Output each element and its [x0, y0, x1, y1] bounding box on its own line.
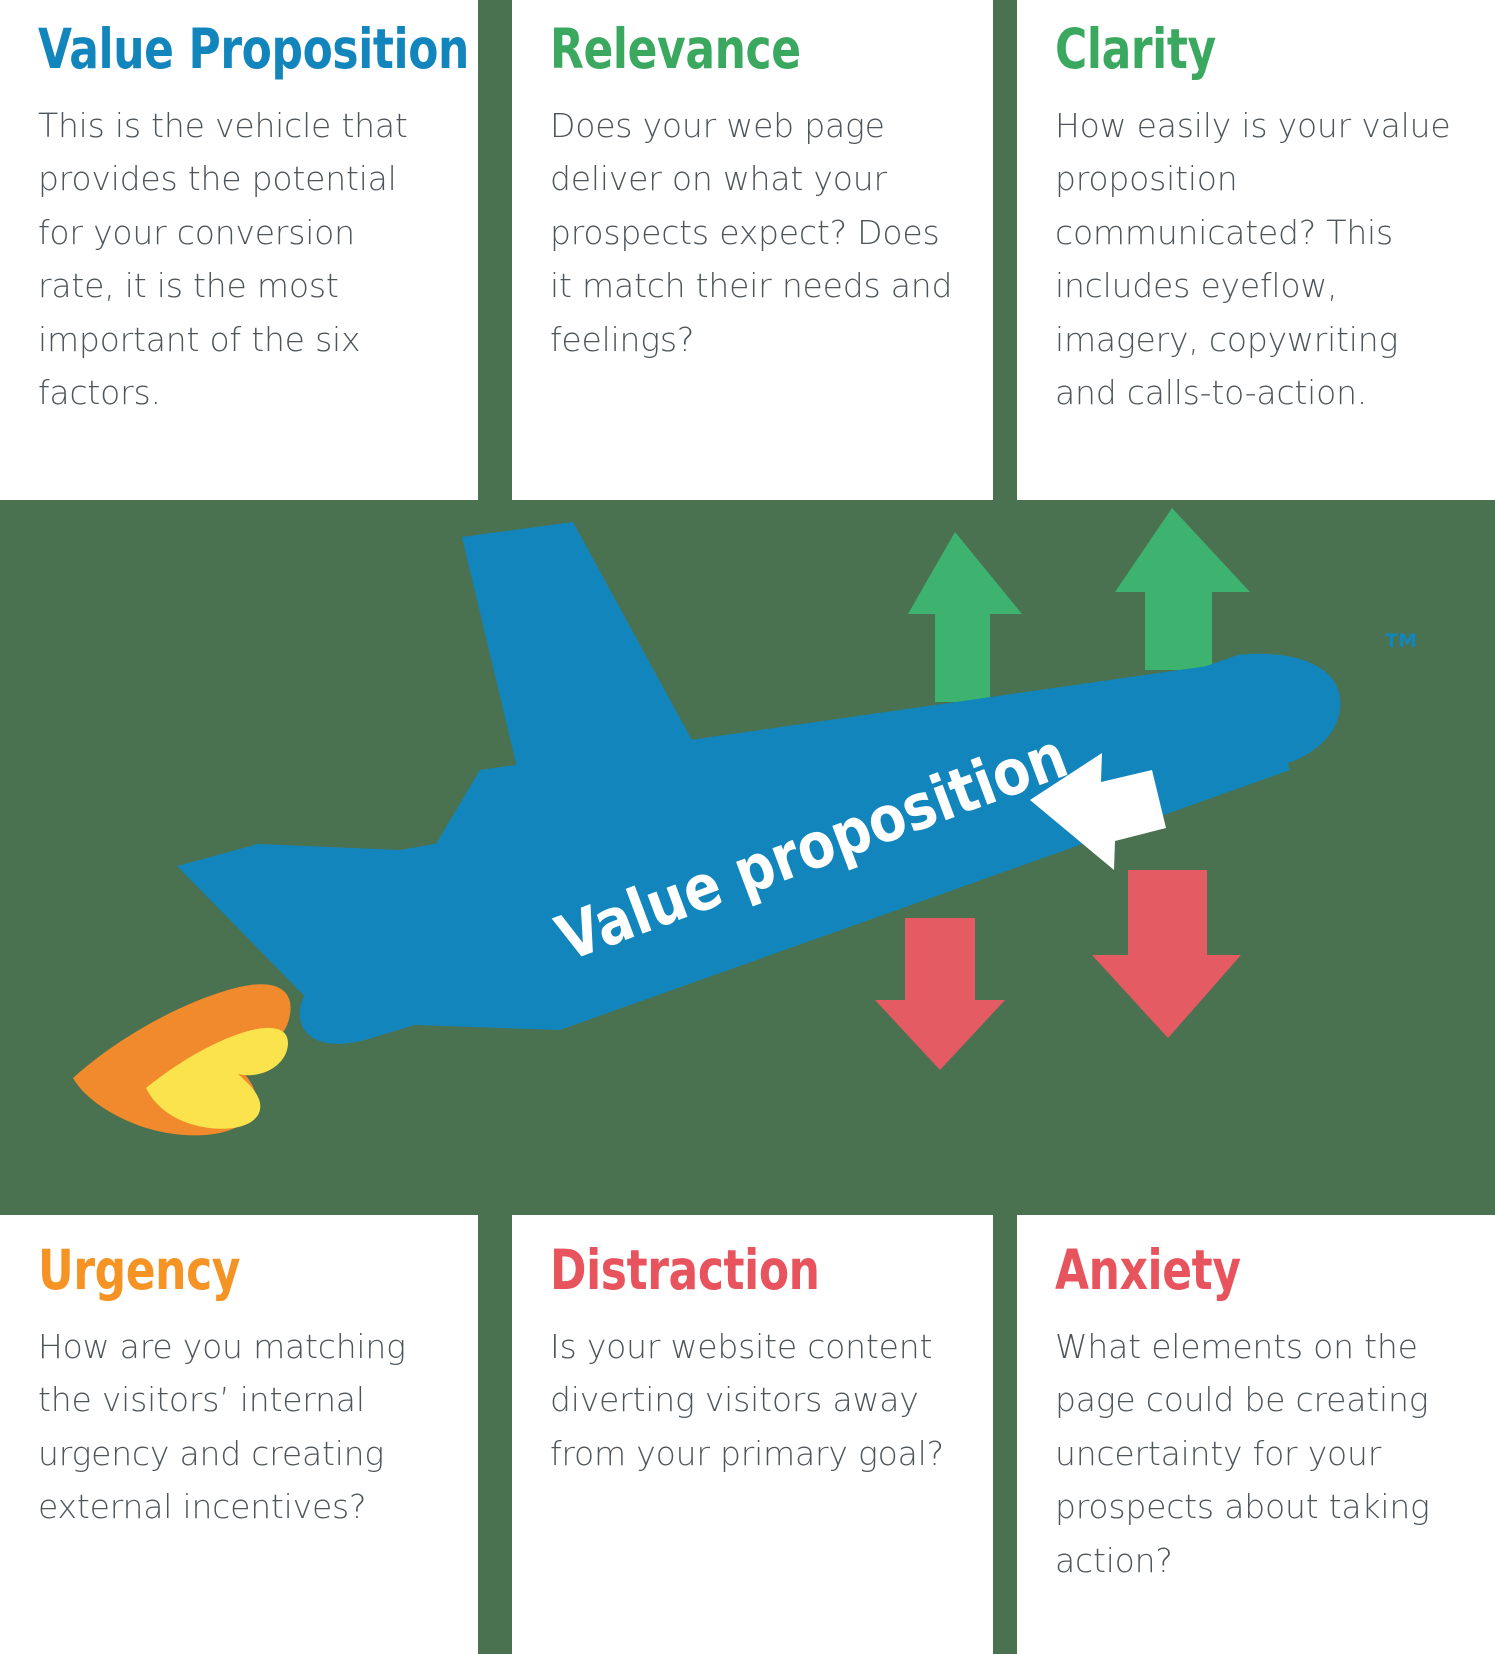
card-title-anxiety: Anxiety [1055, 1238, 1241, 1302]
card-body-distraction: Is your website content diverting visito… [550, 1327, 944, 1473]
arrow-right-icon [1030, 753, 1166, 870]
arrow-down-icon-large [1092, 870, 1241, 1038]
card-title-urgency: Urgency [38, 1238, 241, 1302]
trademark-mark: TM [1385, 630, 1417, 652]
card-clarity: Clarity How easily is your value proposi… [1017, 0, 1495, 500]
card-title-distraction: Distraction [550, 1238, 820, 1302]
card-body-urgency: How are you matching the visitors’ inter… [38, 1327, 406, 1527]
card-body-relevance: Does your web page deliver on what your … [550, 106, 953, 359]
card-relevance: Relevance Does your web page deliver on … [512, 0, 993, 500]
card-title-clarity: Clarity [1055, 17, 1216, 81]
card-body-anxiety: What elements on the page could be creat… [1055, 1327, 1430, 1580]
arrow-down-icon-small [875, 918, 1005, 1070]
card-distraction: Distraction Is your website content dive… [512, 1215, 993, 1654]
flame-icon [73, 984, 291, 1136]
arrow-up-icon-large [1115, 508, 1250, 670]
card-value-proposition: Value Proposition This is the vehicle th… [0, 0, 478, 500]
card-body-value-proposition: This is the vehicle that provides the po… [38, 106, 408, 413]
airplane-icon [177, 522, 1341, 1044]
card-body-clarity: How easily is your value proposition com… [1055, 106, 1451, 413]
card-title-relevance: Relevance [550, 17, 801, 81]
card-anxiety: Anxiety What elements on the page could … [1017, 1215, 1495, 1654]
card-title-value-proposition: Value Proposition [38, 17, 469, 81]
value-proposition-illustration [0, 470, 1495, 1220]
card-urgency: Urgency How are you matching the visitor… [0, 1215, 478, 1654]
arrow-up-icon-small [908, 532, 1022, 702]
